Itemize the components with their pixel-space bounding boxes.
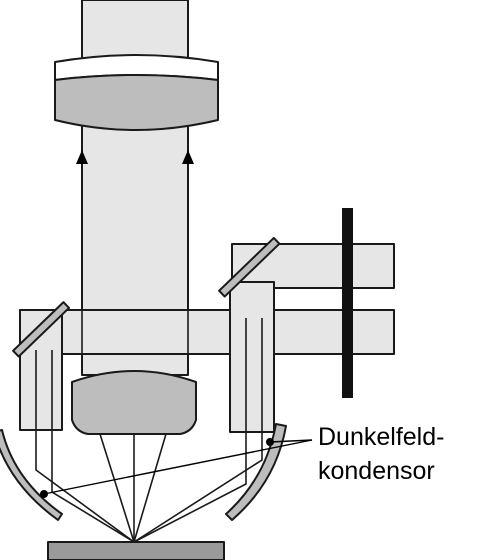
label-line-1: Dunkelfeld- xyxy=(318,423,445,451)
leader-dot-right xyxy=(266,438,274,446)
right-vertical-beam xyxy=(229,281,275,433)
specimen-slide xyxy=(47,541,225,560)
arrow-right-head xyxy=(182,150,194,164)
diaphragm-bar xyxy=(342,208,353,398)
leader-dot-left xyxy=(40,490,48,498)
ray-center-right xyxy=(133,433,167,543)
ray-left-outer xyxy=(35,350,135,543)
leader-line-left xyxy=(43,439,313,495)
upper-lens-body xyxy=(54,74,219,131)
left-curved-mirror xyxy=(0,429,63,521)
ray-right-inner xyxy=(133,318,247,543)
leader-line-right xyxy=(269,439,313,443)
ray-right-outer xyxy=(133,318,263,543)
condenser-lens xyxy=(71,370,197,435)
lower-side-beam xyxy=(27,309,395,355)
right-flat-mirror xyxy=(218,236,281,298)
arrow-left-head xyxy=(76,150,88,164)
darkfield-condenser-label: Dunkelfeld- kondensor xyxy=(318,420,444,488)
label-line-2: kondensor xyxy=(318,457,435,485)
right-curved-mirror xyxy=(225,423,287,521)
ray-center-left xyxy=(99,433,135,543)
left-flat-mirror xyxy=(12,301,71,358)
